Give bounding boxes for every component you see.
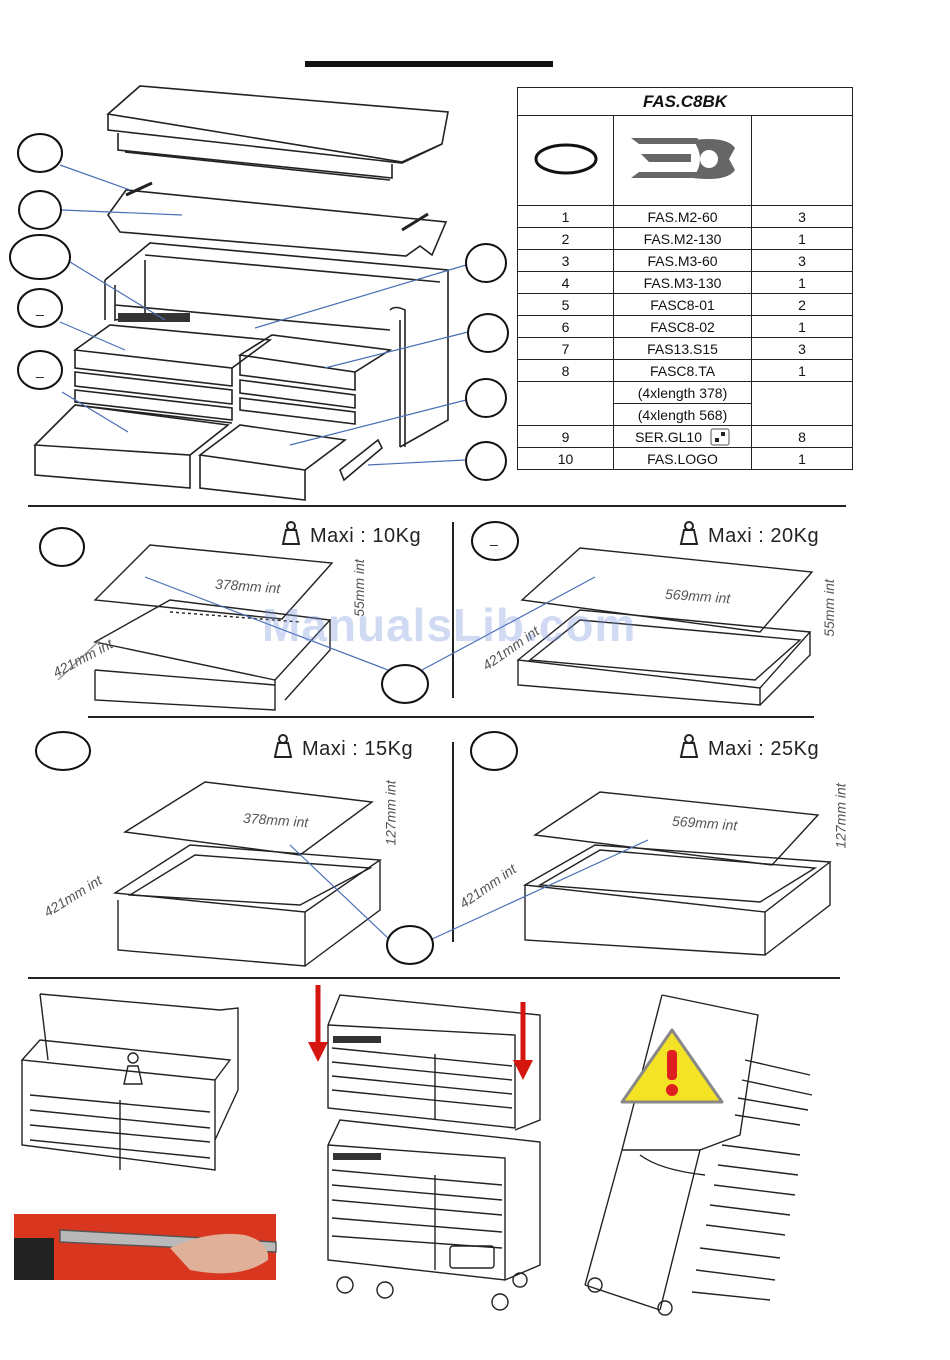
callout-label-5: _ bbox=[36, 300, 44, 316]
empty-icon-cell bbox=[751, 115, 853, 206]
dim-height-b: 55mm int bbox=[820, 579, 837, 637]
rod-1 bbox=[125, 181, 153, 197]
arrow-down-icon bbox=[513, 1060, 533, 1080]
separator-2 bbox=[88, 716, 814, 718]
maxi-label-b: Maxi : 20Kg bbox=[676, 520, 819, 548]
rod-2 bbox=[401, 212, 429, 232]
right-drawers bbox=[197, 334, 393, 501]
warning-icon bbox=[620, 1028, 724, 1104]
drawer-panel-b bbox=[516, 547, 814, 706]
drawer-panel-c bbox=[112, 781, 383, 967]
maxi-label-a: Maxi : 10Kg bbox=[278, 520, 421, 548]
logo-icon bbox=[630, 138, 735, 179]
open-chest-drawing bbox=[20, 993, 239, 1171]
table-row: 9 SER.GL10 8 bbox=[517, 425, 853, 448]
lid-mat bbox=[107, 189, 448, 257]
weight-icon bbox=[281, 521, 301, 545]
arrow-down-icon bbox=[315, 985, 526, 1068]
callout-label-b: _ bbox=[490, 530, 498, 546]
separator-v1 bbox=[452, 522, 454, 698]
title-bar bbox=[305, 61, 553, 67]
mat-icon bbox=[534, 143, 597, 175]
glide-icon bbox=[710, 428, 730, 445]
weight-icon bbox=[679, 734, 699, 758]
separator-v2 bbox=[452, 742, 454, 942]
callout-label-6: _ bbox=[36, 362, 44, 378]
cabinet-logo bbox=[118, 313, 190, 322]
logo-icon-cell bbox=[613, 115, 752, 206]
leader-lines bbox=[59, 164, 469, 466]
tipping-cabinet-drawing bbox=[584, 994, 813, 1316]
drawer-panel-d bbox=[522, 791, 832, 956]
drawer-panel-a bbox=[57, 544, 334, 711]
bottom-illustrations bbox=[14, 985, 813, 1316]
stacked-chest-drawing bbox=[327, 994, 541, 1311]
separator-3 bbox=[28, 977, 840, 979]
drawer-diagrams bbox=[35, 521, 832, 967]
maxi-label-d: Maxi : 25Kg bbox=[676, 733, 819, 761]
dim-height-d: 127mm int bbox=[832, 783, 849, 849]
weight-icon bbox=[273, 734, 293, 758]
watermark: ManualsLib.com bbox=[262, 599, 637, 651]
parts-table-title: FAS.C8BK bbox=[517, 87, 853, 116]
callout-circles bbox=[9, 133, 509, 481]
drawer-callout-circles bbox=[35, 521, 519, 965]
left-drawers bbox=[33, 324, 273, 489]
maxi-label-c: Maxi : 15Kg bbox=[270, 733, 413, 761]
slide-photo bbox=[14, 1214, 277, 1280]
exploded-view bbox=[9, 85, 509, 501]
weight-icon bbox=[679, 521, 699, 545]
mat-icon-cell bbox=[517, 115, 614, 206]
lid-part bbox=[106, 85, 449, 181]
arrow-down-icon bbox=[308, 1042, 328, 1062]
dim-height-c: 127mm int bbox=[382, 780, 399, 846]
table-row-note: (4xlength 568) bbox=[518, 403, 853, 426]
drawer-leader-lines bbox=[144, 576, 649, 941]
separator-1 bbox=[28, 505, 846, 507]
table-row-note: (4xlength 378) bbox=[517, 381, 853, 426]
